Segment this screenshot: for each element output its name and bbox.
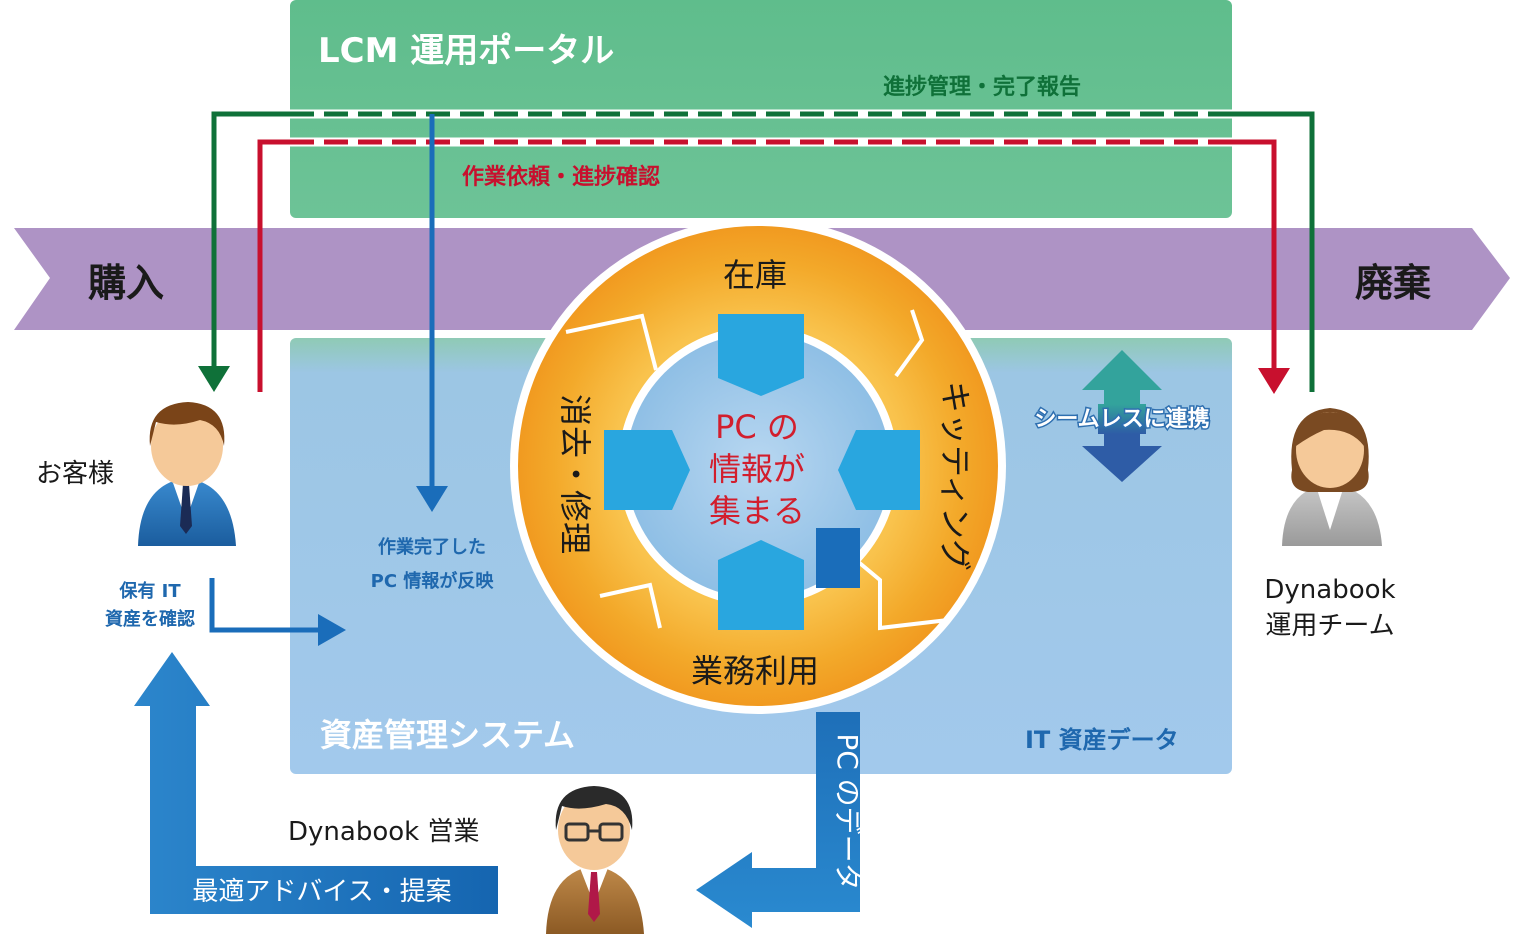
customer-label: お客様 [36,459,114,489]
ops-team-avatar: Dynabook 運用チーム [1264,408,1396,641]
progress-arrow-head [198,366,230,392]
sales-avatar: Dynabook 営業 [288,786,644,934]
lifecycle-start-label: 購入 [88,261,164,305]
arrow-from-bottom [718,540,804,630]
lcm-portal-panel: LCM 運用ポータル [290,0,1232,218]
cycle-labels: 在庫 業務利用 キッティング 消去・修理 PC の 情報が 集まる [556,256,974,690]
ops-team-label-line2: 運用チーム [1265,611,1394,641]
work-request-label: 作業依頼・進捗確認 [462,164,660,190]
seamless-down-arrow [1082,434,1162,482]
seamless-label: シームレスに連携 [1034,406,1209,432]
center-line2: 情報が [709,450,805,488]
seamless-link: シームレスに連携 [1033,350,1211,482]
cycle-kitting-label: キッティング [936,381,974,571]
advice-label: 最適アドバイス・提案 [192,877,451,907]
ops-team-label-line1: Dynabook [1264,575,1395,605]
customer-confirm-line2: 資産を確認 [105,608,195,630]
lifecycle-end-label: 廃棄 [1355,261,1431,305]
work-done-flow: 作業完了した PC 情報が反映 [371,114,495,592]
progress-report-label: 進捗管理・完了報告 [883,74,1081,100]
advice-flow: 最適アドバイス・提案 [134,652,498,914]
arrow-from-right [838,430,920,510]
work-done-line2: PC 情報が反映 [371,570,495,592]
customer-avatar: お客様 保有 IT 資産を確認 [36,402,236,630]
center-arrows [604,314,920,630]
work-done-line1: 作業完了した [378,536,486,558]
pc-data-label: PC のデータ [831,733,864,890]
lifecycle-ring [510,218,1006,714]
asset-system-title: 資産管理システム [320,716,575,754]
customer-confirm-flow [209,578,346,646]
pc-data-arrow [696,712,860,928]
pc-data-flow: PC のデータ [696,712,864,928]
center-line3: 集まる [709,492,805,530]
request-arrow-head [1258,368,1290,394]
cycle-erase-repair-label: 消去・修理 [556,394,594,554]
it-asset-data-label: IT 資産データ [1025,726,1179,754]
portal-title: LCM 運用ポータル [318,31,614,71]
cycle-stock-label: 在庫 [723,256,787,294]
pc-data-source-block [816,528,860,588]
arrow-from-top [718,314,804,396]
advice-arrow [134,652,498,914]
seamless-up-arrow [1082,350,1162,404]
work-request-flow: 作業依頼・進捗確認 [257,137,1290,394]
customer-confirm-line1: 保有 IT [118,580,181,602]
cycle-business-use-label: 業務利用 [691,652,819,690]
center-line1: PC の [715,408,799,446]
arrow-from-left [604,430,690,510]
work-done-arrow-head [416,486,448,512]
progress-report-flow: 進捗管理・完了報告 [198,74,1315,392]
sales-label: Dynabook 営業 [288,817,479,847]
